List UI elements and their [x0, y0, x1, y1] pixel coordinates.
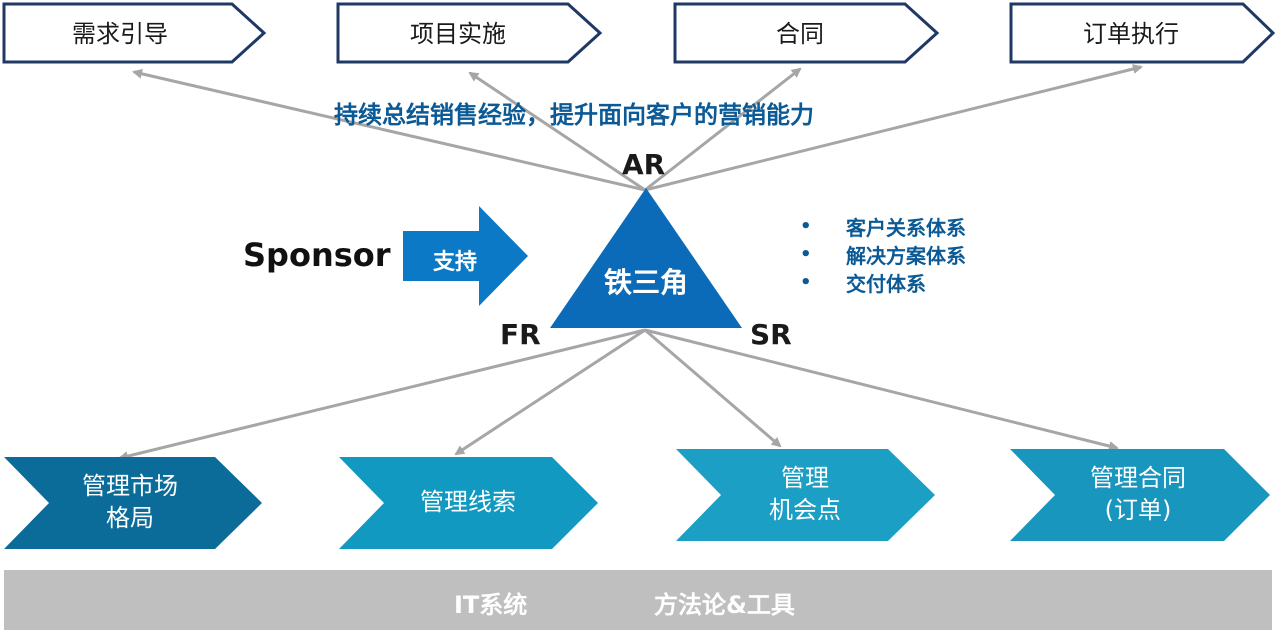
bottom-step-4-line-2: (订单) [1104, 496, 1172, 524]
bottom-step-3-line-1: 管理 [781, 464, 829, 492]
sponsor-label: Sponsor [243, 236, 391, 274]
vertex-label-fr: FR [500, 318, 541, 351]
bullet-icon: • [800, 215, 812, 237]
triangle-center-label: 铁三角 [603, 266, 688, 299]
connector-ar-to-step-4 [644, 64, 1143, 192]
slogan-text: 持续总结销售经验，提升面向客户的营销能力 [334, 101, 814, 129]
iron-triangle-shape [550, 188, 742, 328]
top-step-4-shape [1009, 2, 1276, 64]
bottom-step-4-label: 管理合同 (订单) [1038, 462, 1238, 526]
bottom-step-2-line-1: 管理线索 [420, 488, 516, 516]
connector-ar-to-step-2 [468, 71, 646, 192]
bottom-step-1-line-2: 格局 [106, 504, 154, 532]
top-step-1-shape [2, 2, 267, 64]
systems-item-label: 解决方案体系 [846, 243, 966, 268]
footer-bar: IT系统 方法论&工具 [4, 570, 1272, 630]
connector-to-bottom-2 [454, 328, 646, 456]
bottom-step-3-line-2: 机会点 [769, 496, 841, 524]
bottom-step-3-label: 管理 机会点 [705, 462, 905, 526]
footer-it-system: IT系统 [454, 591, 528, 619]
systems-list-item: • 解决方案体系 [800, 240, 966, 268]
connector-to-bottom-4 [644, 328, 1119, 451]
vertex-label-sr: SR [750, 318, 792, 351]
top-step-2-shape [336, 2, 603, 64]
sponsor-support-arrow [403, 206, 528, 306]
footer-methodology: 方法论&工具 [654, 591, 795, 619]
top-step-3-label: 合同 [776, 20, 824, 48]
top-step-1-label: 需求引导 [72, 20, 168, 48]
bottom-step-4-shape [1010, 449, 1270, 541]
systems-list-item: • 交付体系 [800, 268, 966, 296]
systems-list-item: • 客户关系体系 [800, 212, 966, 240]
systems-item-label: 交付体系 [846, 271, 926, 296]
top-step-2-label: 项目实施 [410, 20, 506, 48]
bullet-icon: • [800, 271, 812, 293]
bullet-icon: • [800, 243, 812, 265]
sponsor-arrow-label: 支持 [432, 250, 477, 275]
bottom-step-1-line-1: 管理市场 [82, 472, 178, 500]
vertex-label-ar: AR [622, 148, 666, 181]
bottom-step-1-label: 管理市场 格局 [30, 470, 230, 534]
systems-item-label: 客户关系体系 [846, 215, 966, 240]
top-step-4-label: 订单执行 [1083, 20, 1179, 48]
connector-ar-to-step-3 [644, 67, 802, 192]
connector-to-bottom-3 [644, 328, 782, 448]
bottom-step-2-label: 管理线索 [368, 486, 568, 518]
connector-to-bottom-1 [118, 328, 646, 461]
top-step-3-shape [673, 2, 940, 64]
systems-list: • 客户关系体系 • 解决方案体系 • 交付体系 [800, 212, 966, 296]
bottom-step-2-shape [339, 457, 598, 549]
bottom-step-4-line-1: 管理合同 [1090, 464, 1186, 492]
connector-ar-to-step-1 [132, 68, 646, 192]
bottom-step-3-shape [676, 449, 935, 541]
bottom-step-1-shape [4, 457, 262, 549]
